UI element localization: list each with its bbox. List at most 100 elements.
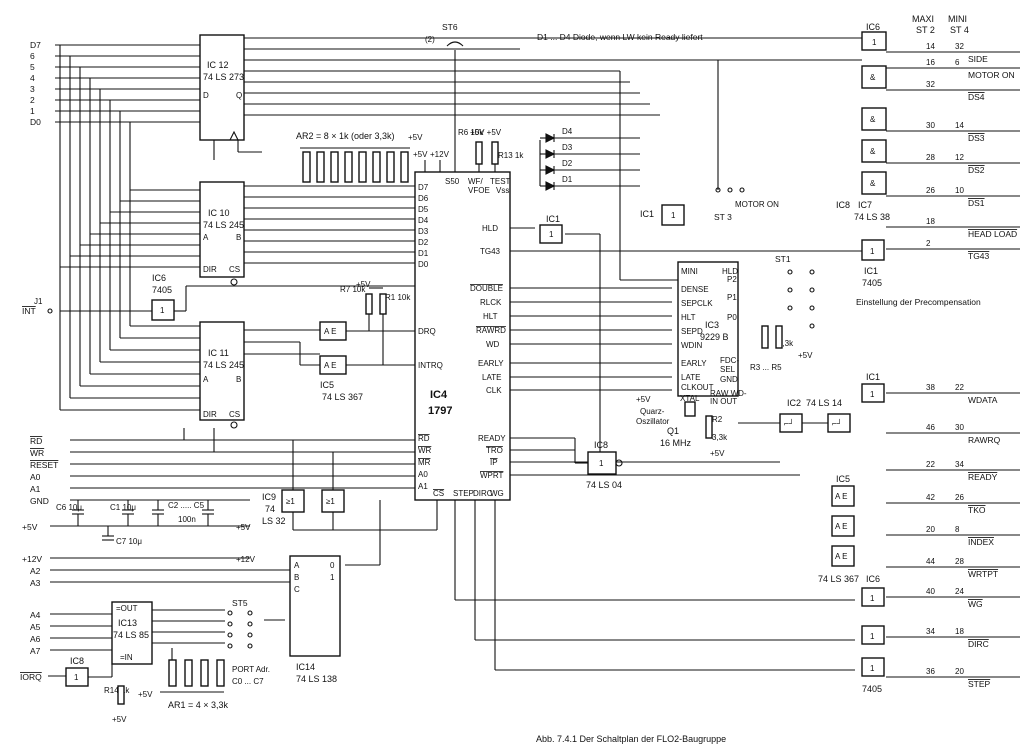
svg-text:1: 1 bbox=[671, 211, 676, 220]
svg-text:P1: P1 bbox=[727, 293, 737, 302]
output-signal-label: DS1 bbox=[968, 198, 985, 208]
output-signal-label: WRTPT bbox=[968, 569, 998, 579]
svg-text:READY: READY bbox=[478, 434, 506, 443]
svg-text:C6 10μ: C6 10μ bbox=[56, 503, 82, 512]
svg-text:CS: CS bbox=[229, 410, 240, 419]
svg-text:A3: A3 bbox=[30, 578, 41, 588]
ic11-outputs bbox=[244, 329, 320, 366]
a0-label: A0 bbox=[30, 472, 41, 482]
svg-text:D7: D7 bbox=[418, 183, 429, 192]
output-signal-label: INDEX bbox=[968, 537, 994, 547]
svg-text:D2: D2 bbox=[418, 238, 429, 247]
maxi-pin: 40 bbox=[926, 587, 935, 596]
svg-text:A E: A E bbox=[835, 522, 847, 531]
svg-text:C7 10μ: C7 10μ bbox=[116, 537, 142, 546]
svg-text:WDIN: WDIN bbox=[681, 341, 703, 350]
data-bus-label: 6 bbox=[30, 51, 35, 61]
svg-text:+5V: +5V bbox=[408, 133, 423, 142]
svg-text:VFOE: VFOE bbox=[468, 186, 490, 195]
svg-text:1: 1 bbox=[872, 38, 877, 47]
maxi-pin: 16 bbox=[926, 58, 935, 67]
svg-text:D4: D4 bbox=[418, 216, 429, 225]
svg-text:D5: D5 bbox=[418, 205, 429, 214]
output-signal-label: READY bbox=[968, 472, 998, 482]
svg-text:⌐┘: ⌐┘ bbox=[832, 418, 842, 428]
address-lines: A2 A3 A4 A5 A6 A7 IORQ bbox=[20, 566, 290, 682]
svg-text:XTAL: XTAL bbox=[680, 394, 700, 403]
svg-text:+5V: +5V bbox=[138, 690, 153, 699]
svg-text:IC1: IC1 bbox=[640, 209, 654, 219]
svg-text:1: 1 bbox=[870, 632, 875, 641]
mini-pin: 24 bbox=[955, 587, 964, 596]
svg-text:+5V: +5V bbox=[710, 449, 725, 458]
maxi-pin: 18 bbox=[926, 217, 935, 226]
svg-text:IC8: IC8 bbox=[70, 656, 84, 666]
svg-text:DIR: DIR bbox=[203, 265, 217, 274]
svg-text:A2: A2 bbox=[30, 566, 41, 576]
svg-text:+5V: +5V bbox=[356, 280, 371, 289]
ic6-side-gate: IC6 1 bbox=[520, 22, 887, 51]
svg-text:R13 1k: R13 1k bbox=[498, 151, 524, 160]
svg-text:IC9: IC9 bbox=[262, 492, 276, 502]
svg-text:1: 1 bbox=[870, 664, 875, 673]
svg-text:7405: 7405 bbox=[862, 278, 882, 288]
ic10-type: 74 LS 245 bbox=[203, 220, 244, 230]
ic4-type: 1797 bbox=[428, 405, 452, 417]
svg-text:MOTOR ON: MOTOR ON bbox=[735, 200, 779, 209]
p12v-label: +12V bbox=[22, 554, 42, 564]
svg-text:CS: CS bbox=[433, 489, 444, 498]
maxi-pin: 14 bbox=[926, 42, 935, 51]
maxi-pin: 38 bbox=[926, 383, 935, 392]
svg-text:IC6: IC6 bbox=[866, 22, 880, 32]
ic6-type: 7405 bbox=[152, 285, 172, 295]
output-signal-label: WG bbox=[968, 599, 983, 609]
data-bus-label: D7 bbox=[30, 40, 41, 50]
svg-text:1: 1 bbox=[74, 673, 79, 682]
svg-text:74 LS 138: 74 LS 138 bbox=[296, 674, 337, 684]
diode-symbol: D4 bbox=[540, 127, 640, 143]
svg-text:CS: CS bbox=[229, 265, 240, 274]
data-bus-label: 3 bbox=[30, 84, 35, 94]
bus-control-lines: RD WR RESET A0 A1 GND bbox=[30, 428, 415, 506]
svg-text:HLD: HLD bbox=[722, 267, 738, 276]
precomp-note: Einstellung der Precompensation bbox=[856, 297, 981, 307]
svg-text:1: 1 bbox=[549, 230, 554, 239]
svg-text:B: B bbox=[236, 375, 241, 384]
ic8-iorq-gate: IC8 1 R14 1k +5V bbox=[65, 656, 130, 724]
maxi-pin: 20 bbox=[926, 525, 935, 534]
diode-note: D1 ... D4 Diode, wenn LW kein Ready lief… bbox=[537, 32, 703, 42]
output-signal-label: RAWRQ bbox=[968, 435, 1001, 445]
figure-caption: Abb. 7.4.1 Der Schaltplan der FLO2-Baugr… bbox=[536, 734, 726, 744]
maxi-pin: 26 bbox=[926, 186, 935, 195]
svg-text:3,3k: 3,3k bbox=[778, 339, 794, 348]
output-signal-label: TG43 bbox=[968, 251, 990, 261]
svg-text:IP: IP bbox=[490, 458, 498, 467]
svg-text:⌐┘: ⌐┘ bbox=[784, 418, 794, 428]
svg-text:DIR: DIR bbox=[203, 410, 217, 419]
svg-text:HLD: HLD bbox=[482, 224, 498, 233]
int-label: INT bbox=[22, 306, 36, 316]
svg-text:=IN: =IN bbox=[120, 653, 133, 662]
svg-text:ST1: ST1 bbox=[775, 254, 791, 264]
svg-text:IC8: IC8 bbox=[594, 440, 608, 450]
svg-text:WD: WD bbox=[486, 340, 500, 349]
svg-text:TG43: TG43 bbox=[480, 247, 501, 256]
maxi-pin: 2 bbox=[926, 239, 931, 248]
ic4-right-wires bbox=[454, 227, 855, 671]
svg-text:Q: Q bbox=[236, 91, 242, 100]
svg-text:WR: WR bbox=[418, 446, 432, 455]
output-signal-label: DS4 bbox=[968, 92, 985, 102]
svg-text:=OUT: =OUT bbox=[116, 604, 138, 613]
output-signal-label: SIDE bbox=[968, 54, 988, 64]
svg-text:≥1: ≥1 bbox=[326, 497, 335, 506]
maxi-pin: 32 bbox=[926, 80, 935, 89]
svg-text:RAWRD: RAWRD bbox=[476, 326, 506, 335]
a1-label: A1 bbox=[30, 484, 41, 494]
output-signal-label: DIRC bbox=[968, 639, 989, 649]
